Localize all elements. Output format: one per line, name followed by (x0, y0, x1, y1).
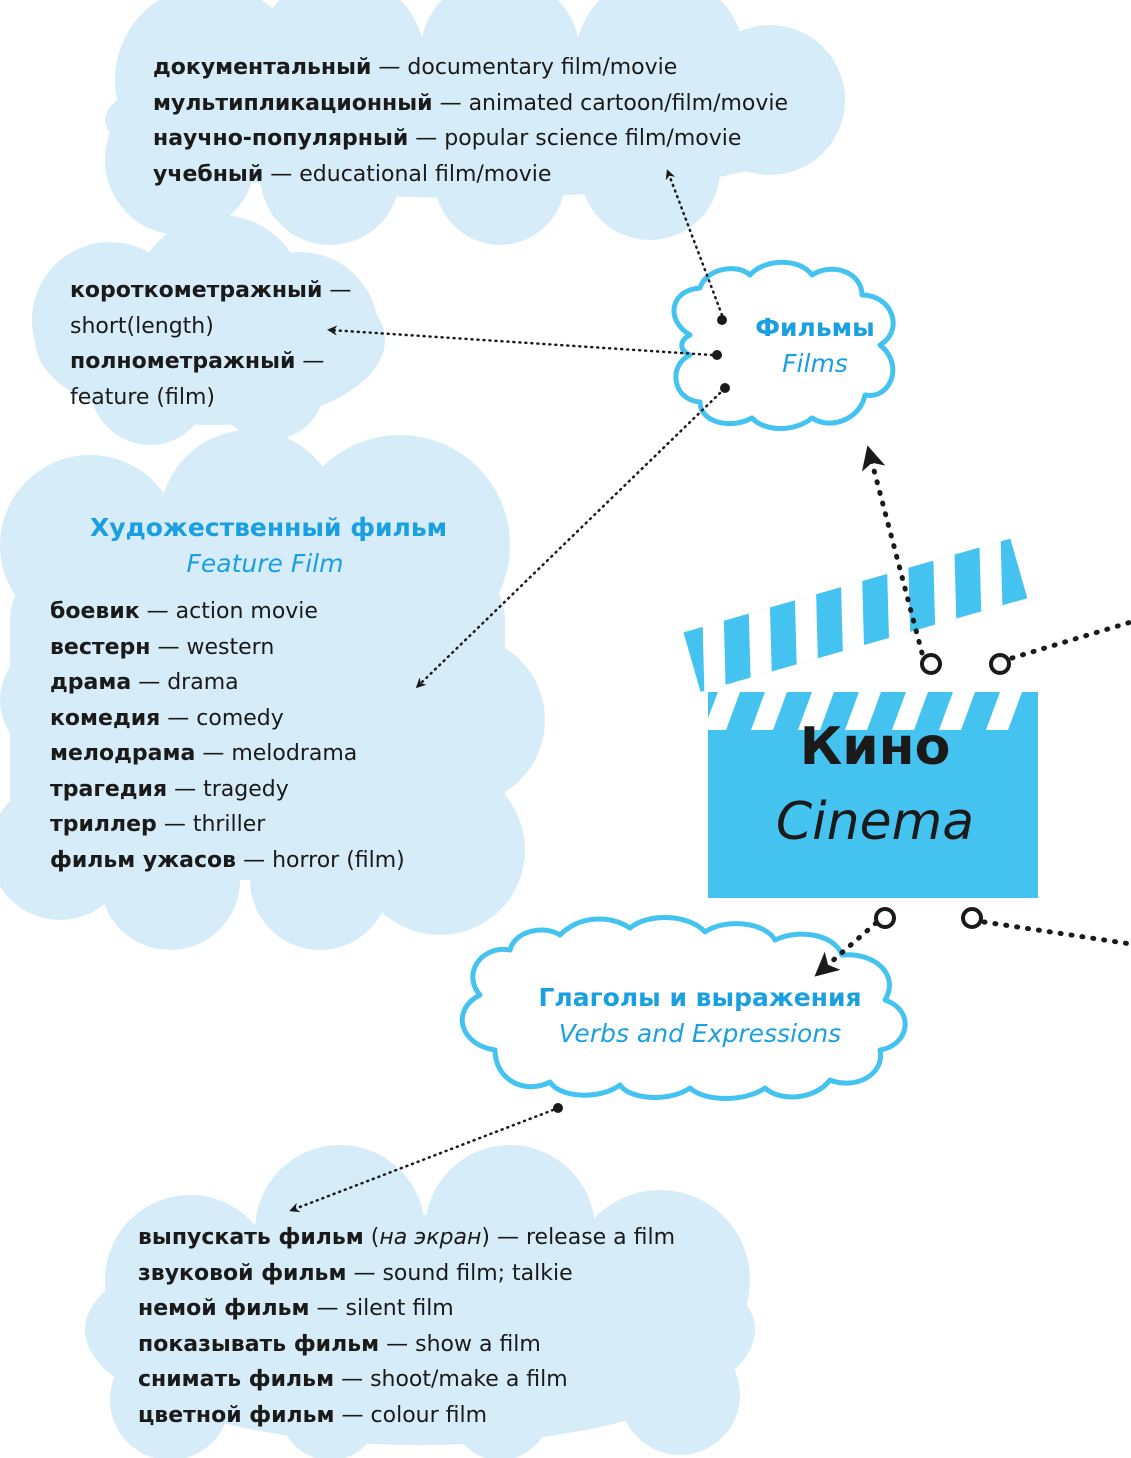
verb-item: показывать фильм — show a film (138, 1331, 541, 1357)
length-item: полнометражный — (70, 349, 325, 374)
genre-item: научно-популярный — popular science film… (153, 126, 742, 151)
genre-item: документальный — documentary film/movie (153, 55, 678, 80)
genres-list: документальный — documentary film/movie … (153, 50, 788, 192)
arrow-films-to-feature (415, 391, 722, 689)
arrow-verbs-to-list (289, 1108, 555, 1213)
verbs-cloud (459, 915, 908, 1101)
feature-cloud (0, 430, 545, 950)
arrow-films-to-genres (665, 169, 724, 317)
verbs-heading: Глаголы и выражения Verbs and Expression… (480, 980, 920, 1052)
feature-item: мелодрама — melodrama (50, 741, 358, 766)
films-title-ru: Фильмы (755, 313, 875, 342)
feature-title-ru: Художественный фильм (90, 513, 448, 542)
length-list: короткометражный — short(length) полноме… (70, 273, 351, 415)
arrow-clapper-right-bottom (981, 919, 1131, 947)
arrow-clapper-to-verbs (814, 920, 879, 977)
feature-item: фильм ужасов — horror (film) (50, 847, 405, 873)
feature-item: трагедия — tragedy (50, 776, 289, 802)
genre-item: учебный — educational film/movie (153, 161, 552, 187)
feature-list: боевик — action movie вестерн — western … (50, 594, 405, 878)
feature-item: вестерн — western (50, 634, 275, 660)
genre-item: мультипликационный — animated cartoon/fi… (153, 90, 789, 116)
verb-item: немой фильм — silent film (138, 1296, 454, 1321)
genres-cloud (105, 0, 845, 245)
center-title-ru: Кино (799, 717, 951, 777)
arrow-clapper-right-top (1009, 619, 1131, 661)
verb-item: снимать фильм — shoot/make a film (138, 1367, 568, 1392)
films-dot-bottom (720, 383, 730, 393)
feature-item: драма — drama (50, 670, 239, 695)
verbs-list-cloud (85, 1145, 755, 1458)
films-dot-mid (712, 350, 722, 360)
arrow-clapper-to-films (861, 445, 925, 656)
verb-item: выпускать фильм (на экран) — release a f… (138, 1225, 676, 1250)
verb-item: цветной фильм — colour film (138, 1402, 488, 1428)
length-item-translation: feature (film) (70, 384, 215, 410)
length-item: короткометражный — (70, 278, 352, 303)
films-heading: Фильмы Films (720, 310, 910, 382)
clapperboard-icon (683, 538, 1038, 929)
verbs-title-en: Verbs and Expressions (558, 1019, 842, 1048)
feature-heading: Художественный фильм Feature Film (90, 510, 448, 582)
length-item-translation: short(length) (70, 313, 214, 339)
verbs-title-ru: Глаголы и выражения (538, 983, 862, 1012)
films-title-en: Films (782, 349, 848, 378)
feature-item: триллер — thriller (50, 812, 266, 837)
verbs-dot (553, 1103, 563, 1113)
feature-item: комедия — comedy (50, 705, 284, 731)
center-title-en: Cinema (775, 792, 975, 852)
films-dot-top (717, 315, 727, 325)
verbs-list: выпускать фильм (на экран) — release a f… (138, 1220, 675, 1433)
arrow-films-to-length (327, 325, 714, 357)
feature-item: боевик — action movie (50, 599, 318, 624)
verb-item: звуковой фильм — sound film; talkie (138, 1260, 573, 1286)
length-cloud (32, 215, 385, 445)
feature-title-en: Feature Film (186, 549, 344, 578)
